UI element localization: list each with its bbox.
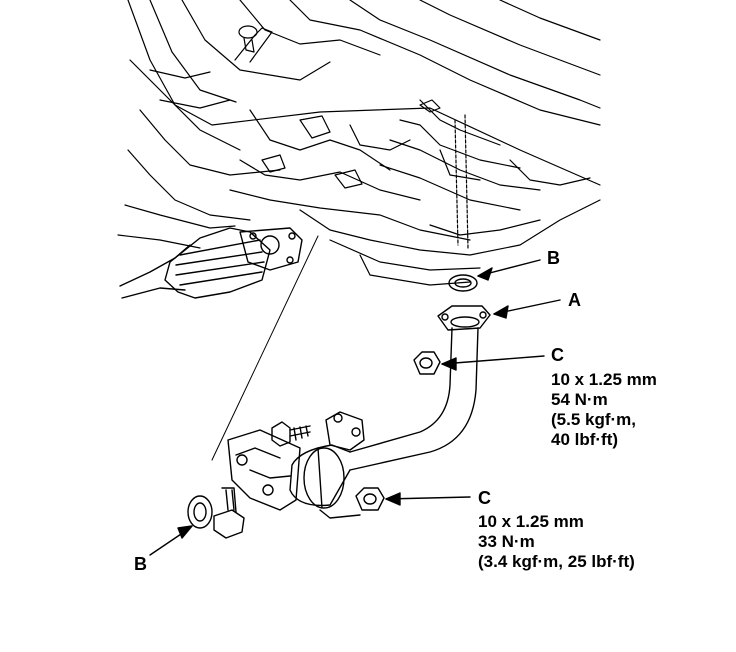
- upper-gasket: [448, 274, 478, 292]
- spec-lower-kgf-lbf: (3.4 kgf·m, 25 lbf·ft): [478, 552, 635, 571]
- label-c-lower: C: [478, 488, 491, 508]
- spec-lower-size: 10 x 1.25 mm: [478, 512, 584, 531]
- spec-lower: 10 x 1.25 mm 33 N·m (3.4 kgf·m, 25 lbf·f…: [478, 512, 635, 572]
- catalytic-converter: [119, 227, 303, 299]
- spec-upper-kgf: (5.5 kgf·m,: [551, 410, 637, 429]
- spec-upper-lbf: 40 lbf·ft): [551, 430, 619, 449]
- upper-bolt: [271, 421, 311, 447]
- label-b-lower: B: [134, 554, 147, 574]
- lower-gasket: [187, 495, 213, 529]
- spec-upper-size: 10 x 1.25 mm: [551, 370, 657, 389]
- leader-c-upper: [441, 355, 545, 365]
- label-c-upper: C: [551, 345, 564, 365]
- spec-lower-torque: 33 N·m: [478, 532, 535, 551]
- arrow-b-lower: [177, 525, 193, 539]
- arrow-c-upper: [441, 357, 457, 371]
- lower-nut: [355, 487, 385, 511]
- label-b-upper: B: [547, 248, 560, 268]
- vehicle-underbody: [117, 0, 601, 286]
- lower-bolt: [213, 487, 245, 539]
- exhaust-pipe: [349, 305, 491, 471]
- spec-upper: 10 x 1.25 mm 54 N·m (5.5 kgf·m, 40 lbf·f…: [551, 370, 657, 450]
- label-a: A: [568, 290, 581, 310]
- lower-flange-assembly: [227, 411, 365, 519]
- spec-upper-torque: 54 N·m: [551, 390, 608, 409]
- arrow-b-upper: [477, 267, 493, 281]
- arrow-c-lower: [385, 492, 401, 506]
- arrow-a: [493, 305, 509, 319]
- upper-flange-nut: [413, 351, 441, 375]
- leader-line-converter: [211, 235, 319, 461]
